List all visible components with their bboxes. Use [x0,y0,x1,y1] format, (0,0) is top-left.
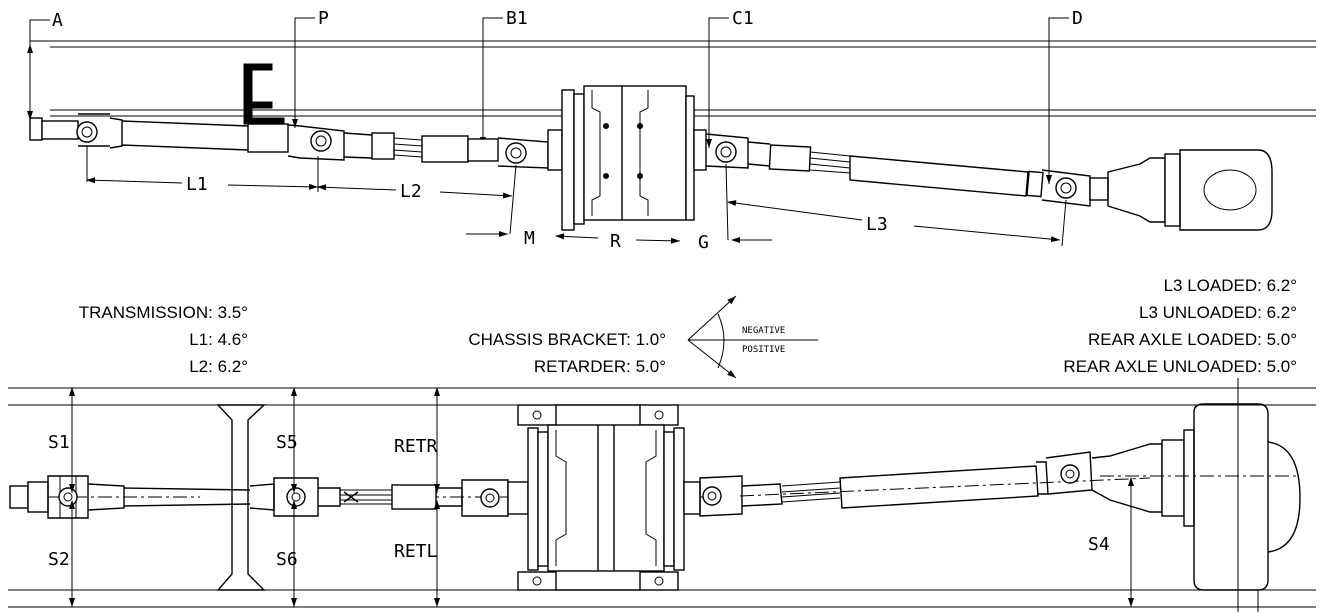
top-center-joint [249,477,509,517]
retarder-side [547,85,707,231]
top-dimensions [69,387,1134,607]
angles-right: L3 LOADED: 6.2° L3 UNLOADED: 6.2° REAR A… [1063,276,1297,376]
angles-center: CHASSIS BRACKET: 1.0° RETARDER: 5.0° [468,330,666,376]
svg-text:RETARDER: 5.0°: RETARDER: 5.0° [534,357,666,376]
ref-label-b1: B1 [506,8,528,29]
svg-text:REAR AXLE LOADED: 5.0°: REAR AXLE LOADED: 5.0° [1088,330,1297,349]
angle-label: L3 UNLOADED: [1139,303,1262,322]
shaft-l1 [109,117,289,153]
dim-label-l2: L2 [400,181,422,202]
ref-label-d: D [1072,8,1083,29]
side-dimensions [86,146,1067,247]
label-s1: S1 [48,432,70,453]
dim-label-r: R [610,231,621,252]
angle-value: 6.2° [218,357,248,376]
angle-value: 6.2° [1267,303,1297,322]
ref-leaders [27,17,1069,184]
ref-label-c1: C1 [732,8,754,29]
ref-label-p: P [318,8,329,29]
label-s5: S5 [276,432,298,453]
angle-value: 5.0° [1267,330,1297,349]
svg-text:L1: 4.6°: L1: 4.6° [189,330,248,349]
angle-value: 6.2° [1267,276,1297,295]
angle-value: 4.6° [218,330,248,349]
svg-text:L2: 6.2°: L2: 6.2° [189,357,248,376]
positive-label: POSITIVE [742,345,785,355]
dim-label-m: M [524,228,535,249]
cross-member [216,404,266,591]
label-retl: RETL [394,541,438,562]
angle-label: L1: [189,330,213,349]
ref-label-a: A [52,10,63,31]
sign-legend: NEGATIVE POSITIVE [687,295,818,379]
shaft-l2 [343,132,549,169]
rear-axle-side [1089,149,1273,231]
label-s4: S4 [1088,534,1110,555]
angle-value: 3.5° [218,303,248,322]
svg-text:TRANSMISSION: 3.5°: TRANSMISSION: 3.5° [79,303,248,322]
angle-value: 5.0° [1267,357,1297,376]
retarder-top [507,404,701,591]
angle-label: REAR AXLE UNLOADED: [1063,357,1261,376]
svg-text:CHASSIS BRACKET: 1.0°: CHASSIS BRACKET: 1.0° [468,330,666,349]
angle-label: CHASSIS BRACKET: [468,330,631,349]
top-rear-axle [1091,403,1301,591]
angle-value: 1.0° [636,330,666,349]
label-s2: S2 [48,549,70,570]
angle-label: TRANSMISSION: [79,303,213,322]
side-view: A P B1 C1 D [27,8,1316,253]
top-l3-shaft [699,451,1093,517]
chassis-bracket [243,63,285,125]
angle-label: RETARDER: [534,357,631,376]
label-s6: S6 [276,549,298,570]
dim-label-l1: L1 [186,174,208,195]
angle-label: REAR AXLE LOADED: [1088,330,1262,349]
angle-label: L2: [189,357,213,376]
svg-text:REAR AXLE UNLOADED: 5.0°: REAR AXLE UNLOADED: 5.0° [1063,357,1297,376]
joint-p [287,124,345,161]
svg-text:L3 LOADED: 6.2°: L3 LOADED: 6.2° [1164,276,1297,295]
shaft-l3 [705,133,1091,207]
angle-value: 5.0° [636,357,666,376]
transmission-output [29,113,110,147]
angle-label: L3 LOADED: [1164,276,1262,295]
dim-label-g: G [698,232,709,253]
dim-label-l3: L3 [866,214,888,235]
label-retr: RETR [394,436,438,457]
angles-left: TRANSMISSION: 3.5° L1: 4.6° L2: 6.2° [79,303,248,376]
svg-text:L3 UNLOADED: 6.2°: L3 UNLOADED: 6.2° [1139,303,1297,322]
top-view: S1 S2 S5 S6 RETR RETL S4 [8,378,1316,612]
negative-label: NEGATIVE [742,326,785,336]
